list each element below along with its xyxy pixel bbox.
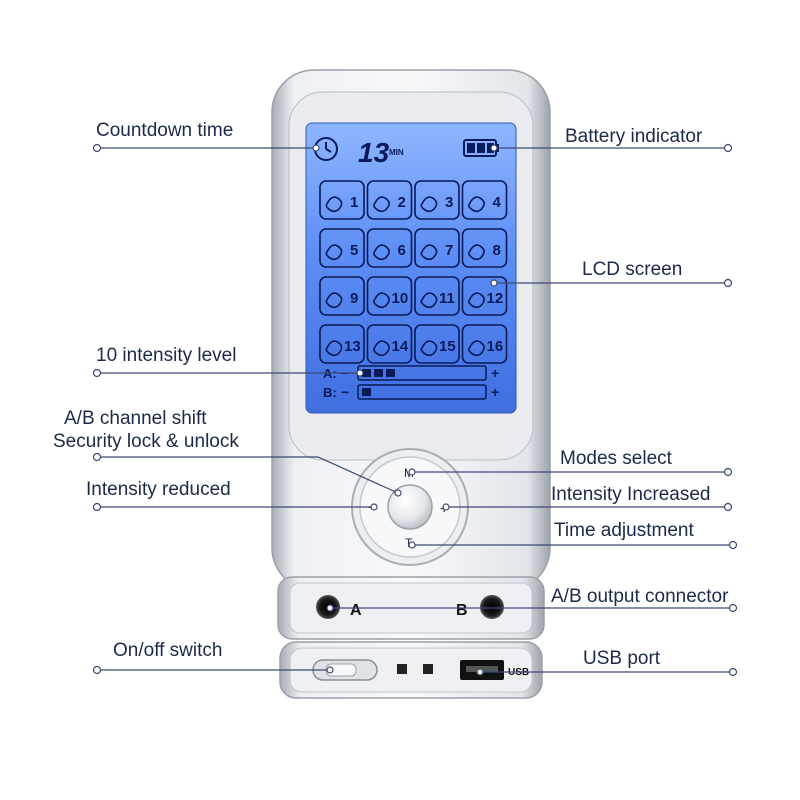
mode-glyph-icon	[467, 244, 485, 261]
timer-unit: MIN	[389, 148, 404, 157]
channel-b-bar	[357, 384, 487, 400]
channel-a-level-fill	[362, 369, 395, 377]
bottom-module: USB	[279, 641, 543, 699]
mode-number: 1	[350, 194, 358, 211]
label-battery-indicator: Battery indicator	[565, 126, 703, 147]
mode-cell-7: 7	[414, 228, 460, 268]
timer-value: 13	[358, 137, 390, 168]
jack-b	[480, 595, 504, 619]
channel-a-plus: +	[491, 365, 499, 381]
lcd-screen	[305, 122, 517, 414]
label-intensity-reduced: Intensity reduced	[86, 479, 231, 500]
mode-glyph-icon	[467, 196, 485, 213]
mode-cell-16: 16	[461, 324, 508, 364]
level-segment	[386, 369, 395, 377]
mode-number: 7	[445, 242, 453, 259]
output-a-label: A	[350, 602, 362, 619]
indicator-led-2	[423, 664, 433, 674]
label-time-adjustment: Time adjustment	[554, 520, 694, 541]
channel-b-level-fill	[362, 388, 371, 396]
mode-cell-15: 15	[414, 324, 460, 364]
mode-number: 12	[487, 290, 504, 307]
mode-glyph-icon	[325, 196, 343, 213]
mode-number: 14	[392, 338, 409, 355]
mode-glyph-icon	[420, 292, 438, 309]
mode-number: 3	[445, 194, 453, 211]
mode-number: 13	[344, 338, 361, 355]
mode-number: 10	[392, 290, 409, 307]
mode-glyph-icon	[372, 244, 390, 261]
label-security-lock: Security lock & unlock	[53, 431, 239, 452]
mode-glyph-icon	[420, 244, 438, 261]
mode-number: 15	[439, 338, 456, 355]
mode-cell-11: 11	[414, 276, 460, 316]
mode-glyph-icon	[325, 244, 343, 261]
channel-b-plus: +	[491, 384, 499, 400]
label-intensity-increased: Intensity Increased	[551, 484, 711, 505]
mode-number: 2	[398, 194, 406, 211]
mode-cell-10: 10	[366, 276, 413, 316]
mode-number: 16	[487, 338, 504, 355]
mode-cell-2: 2	[366, 180, 413, 220]
mode-cell-4: 4	[461, 180, 508, 220]
mode-cell-8: 8	[461, 228, 508, 268]
time-button: T	[405, 536, 413, 550]
mode-glyph-icon	[372, 340, 390, 357]
level-segment	[374, 369, 383, 377]
mode-cell-12: 12	[461, 276, 508, 316]
mode-number: 11	[439, 290, 455, 307]
label-usb-port: USB port	[583, 648, 661, 669]
mode-glyph-icon	[420, 196, 438, 213]
leader-lines	[92, 143, 738, 677]
label-modes-select: Modes select	[560, 448, 672, 469]
mode-number: 4	[493, 194, 502, 211]
mode-glyph-icon	[325, 292, 343, 309]
mode-cell-1: 1	[319, 180, 365, 220]
label-intensity-level: 10 intensity level	[96, 345, 237, 366]
mode-number: 8	[493, 242, 501, 259]
label-ab-channel-shift: A/B channel shift	[64, 408, 207, 429]
mode-cell-5: 5	[319, 228, 365, 268]
level-segment	[362, 388, 371, 396]
mode-glyph-icon	[372, 196, 390, 213]
control-pad: M T − +	[351, 448, 469, 566]
mode-cell-14: 14	[366, 324, 413, 364]
channel-b-minus: −	[341, 384, 349, 400]
mode-number: 6	[398, 242, 406, 259]
label-ab-output-connector: A/B output connector	[551, 586, 729, 607]
mode-cell-9: 9	[319, 276, 365, 316]
indicator-led-1	[397, 664, 407, 674]
mode-glyph-icon	[467, 340, 485, 357]
mode-cell-13: 13	[319, 324, 365, 364]
label-lcd-screen: LCD screen	[582, 259, 683, 280]
mode-glyph-icon	[372, 292, 390, 309]
label-countdown-time: Countdown time	[96, 120, 234, 141]
mode-cell-6: 6	[366, 228, 413, 268]
mode-glyph-icon	[467, 292, 485, 309]
mode-number: 9	[350, 290, 358, 307]
mode-glyph-icon	[325, 340, 343, 357]
mode-glyph-icon	[420, 340, 438, 357]
channel-b-label: B:	[323, 385, 337, 400]
label-on-off-switch: On/off switch	[113, 640, 223, 661]
mode-cell-3: 3	[414, 180, 460, 220]
level-segment	[362, 369, 371, 377]
mode-number: 5	[350, 242, 358, 259]
output-b-label: B	[456, 602, 468, 619]
